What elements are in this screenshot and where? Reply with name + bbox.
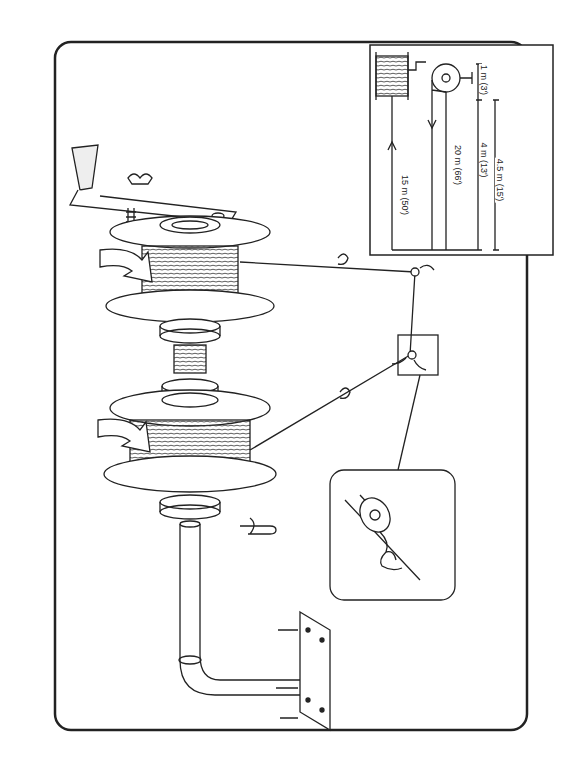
dimension-label: 4 m (13') [479,141,489,178]
dimension-label: 20 m (66') [453,144,463,186]
dimension-label: 15 m (50') [400,174,410,216]
dimension-label: 1 m (3') [479,64,489,96]
dimension-label: 4.5 m (15') [495,158,505,203]
